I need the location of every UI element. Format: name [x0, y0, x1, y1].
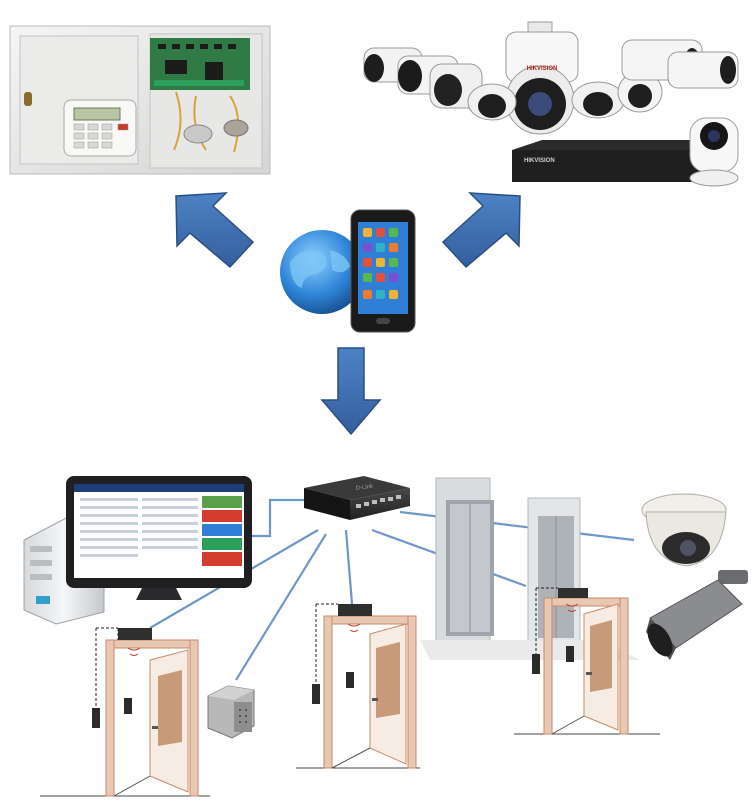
card-reader-icon — [338, 604, 372, 632]
switch-brand-label: D-Link — [355, 483, 374, 491]
arrow-up-left-icon — [175, 192, 255, 269]
door-icon — [40, 627, 210, 797]
alarm-panel-icon — [9, 25, 271, 175]
network-switch-icon: D-Link — [304, 476, 410, 520]
alarm-keypad — [63, 99, 137, 157]
bullet-camera-icon — [646, 570, 748, 660]
dome-camera-icon — [641, 493, 727, 567]
ptz-camera: HIKVISION — [505, 21, 579, 135]
arrow-down-icon — [320, 347, 382, 436]
card-reader-icon — [118, 628, 152, 656]
nvr-recorder: HIKVISION — [512, 140, 700, 182]
door-icon — [296, 603, 420, 769]
smartphone-globe-icon — [280, 209, 416, 333]
camera-brand-label: HIKVISION — [527, 66, 558, 72]
elevator-icon — [420, 477, 640, 660]
bullet-camera-left — [363, 47, 483, 109]
door-icon — [514, 587, 660, 735]
card-reader-icon — [558, 588, 588, 612]
nvr-brand-label: HIKVISION — [524, 158, 555, 164]
arrow-up-right-icon — [441, 192, 521, 269]
ip-camera-group-icon: HIKVISION HIKVISION — [363, 21, 739, 187]
pc-workstation-icon — [23, 476, 252, 625]
intercom-box-icon — [207, 685, 255, 739]
cube-camera — [689, 117, 739, 187]
smartphone — [350, 209, 416, 333]
